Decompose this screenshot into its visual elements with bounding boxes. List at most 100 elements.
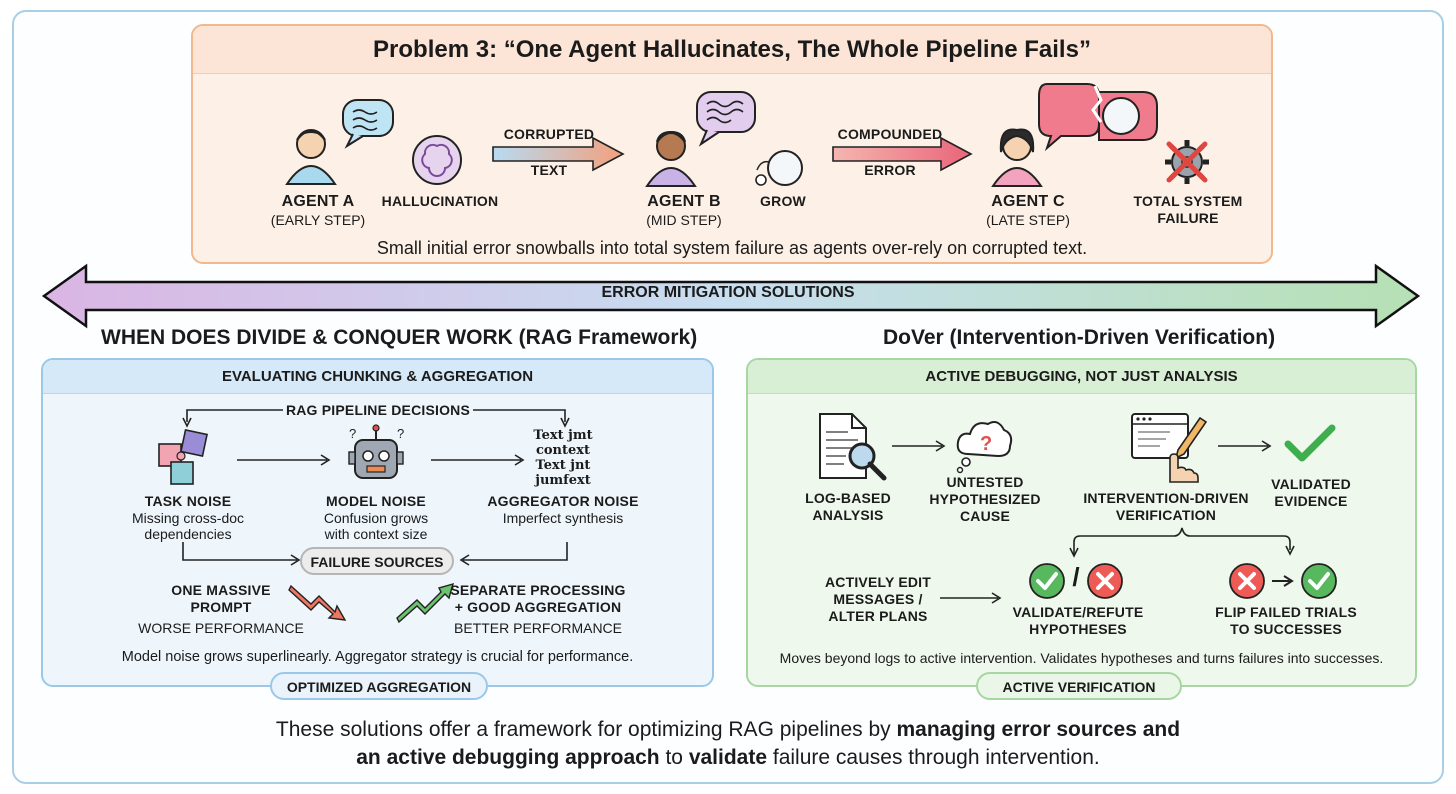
task-noise-line1: Missing cross-doc: [131, 510, 245, 526]
agent-b-name: AGENT B: [647, 193, 721, 210]
model-noise-line1: Confusion grows: [323, 510, 429, 526]
agent-c-name: AGENT C: [991, 193, 1065, 210]
model-to-aggregator-arrow: [431, 454, 525, 466]
footer-summary: These solutions offer a framework for op…: [0, 716, 1456, 772]
footer-text: These solutions offer a framework for op…: [275, 718, 897, 741]
log-line1: LOG-BASED: [805, 490, 891, 506]
flip-line2: TO SUCCESSES: [1230, 621, 1342, 637]
failure-line1: TOTAL SYSTEM: [1133, 193, 1243, 209]
branch-bracket: [1069, 527, 1295, 558]
question-cloud-icon: ?: [956, 421, 1013, 474]
untested-line3: CAUSE: [959, 508, 1010, 524]
error-mitigation-banner-arrow: [41, 263, 1421, 329]
hallucination-label: HALLUCINATION: [381, 193, 499, 209]
edit-line2: MESSAGES /: [833, 591, 923, 607]
right-section-title: DoVer (Intervention-Driven Verification): [883, 326, 1276, 349]
separate-line2: + GOOD AGGREGATION: [454, 599, 622, 615]
broken-gear-icon: [1165, 140, 1209, 184]
jumble-line: jumfext: [535, 473, 591, 488]
separate-result: BETTER PERFORMANCE: [453, 620, 622, 636]
right-panel-header: ACTIVE DEBUGGING, NOT JUST ANALYSIS: [748, 360, 1415, 394]
separate-line1: SEPARATE PROCESSING: [450, 582, 626, 598]
footer-text: to: [659, 746, 689, 769]
svg-text:?: ?: [397, 426, 404, 441]
agent-a-icon: [285, 99, 394, 185]
footer-bold: an active debugging approach: [356, 746, 660, 769]
footer-line-1: These solutions offer a framework for op…: [0, 716, 1456, 744]
up-trend-icon: [396, 582, 455, 624]
arrow2-top: COMPOUNDED: [837, 126, 943, 142]
jumble-line: Text jnt: [535, 458, 591, 473]
success-trial-icon: [1301, 563, 1337, 599]
untested-line1: UNTESTED: [946, 474, 1024, 490]
footer-text: failure causes through intervention.: [767, 746, 1100, 769]
intervention-line1: INTERVENTION-DRIVEN: [1083, 490, 1249, 506]
decisions-label: RAG PIPELINE DECISIONS: [285, 402, 471, 418]
decisions-bracket: [182, 409, 570, 428]
failure-line2: FAILURE: [1157, 210, 1219, 226]
agent-b-step: (MID STEP): [646, 212, 722, 228]
one-prompt-line2: PROMPT: [190, 599, 252, 615]
dover-panel: ACTIVE DEBUGGING, NOT JUST ANALYSIS LOG-…: [746, 358, 1417, 687]
failure-sources-pill: FAILURE SOURCES: [300, 547, 454, 575]
jumbled-text: Text jmt context Text jnt jumfext: [533, 428, 593, 488]
corrupted-text-arrow: [492, 136, 625, 172]
right-description: Moves beyond logs to active intervention…: [779, 650, 1384, 666]
jumble-line: context: [535, 443, 591, 458]
agent-c-icon: [991, 83, 1158, 187]
agent-a-step: (EARLY STEP): [270, 212, 366, 228]
agent-b-icon: [645, 91, 756, 187]
validated-line2: EVIDENCE: [1274, 493, 1348, 509]
one-prompt-line1: ONE MASSIVE: [171, 582, 271, 598]
rag-framework-panel: EVALUATING CHUNKING & AGGREGATION RAG PI…: [41, 358, 714, 687]
validated-check-icon: [1284, 424, 1336, 462]
footer-bold: validate: [688, 746, 768, 769]
x-circle-icon: [1087, 563, 1123, 599]
optimized-aggregation-pill: OPTIMIZED AGGREGATION: [270, 672, 488, 700]
slash-separator: /: [1072, 562, 1080, 592]
task-noise-line2: dependencies: [144, 526, 232, 542]
left-section-title: WHEN DOES DIVIDE & CONQUER WORK (RAG Fra…: [101, 326, 698, 349]
down-trend-icon: [288, 584, 347, 621]
left-panel-header: EVALUATING CHUNKING & AGGREGATION: [43, 360, 712, 394]
aggregator-noise-line1: Imperfect synthesis: [502, 510, 624, 526]
arrow2-bottom: ERROR: [864, 162, 916, 178]
task-noise-title: TASK NOISE: [144, 493, 232, 509]
intervention-line2: VERIFICATION: [1115, 507, 1217, 523]
agent-a-name: AGENT A: [281, 193, 355, 210]
svg-text:?: ?: [349, 426, 356, 441]
validated-line1: VALIDATED: [1271, 476, 1351, 492]
svg-text:?: ?: [980, 433, 992, 455]
snowball-icon: [755, 150, 803, 186]
puzzle-icon: [158, 429, 208, 485]
converge-arrows: [182, 542, 568, 566]
problem-panel: Problem 3: “One Agent Hallucinates, The …: [191, 24, 1273, 264]
log-line2: ANALYSIS: [812, 507, 884, 523]
untested-line2: HYPOTHESIZED: [929, 491, 1041, 507]
flip-arrow-icon: [1272, 575, 1294, 587]
task-to-model-arrow: [237, 454, 331, 466]
validate-line2: HYPOTHESES: [1029, 621, 1127, 637]
aggregator-noise-title: AGGREGATOR NOISE: [487, 493, 639, 509]
active-verification-pill: ACTIVE VERIFICATION: [976, 672, 1182, 700]
log-to-untested-arrow: [892, 440, 946, 452]
arrow1-bottom: TEXT: [530, 162, 568, 178]
footer-line-2: an active debugging approach to validate…: [0, 744, 1456, 772]
jumble-line: Text jmt: [533, 428, 593, 443]
left-description: Model noise grows superlinearly. Aggrega…: [121, 649, 634, 665]
edit-line1: ACTIVELY EDIT: [824, 574, 932, 590]
footer-bold: managing error sources and: [896, 718, 1181, 741]
flip-line1: FLIP FAILED TRIALS: [1215, 604, 1357, 620]
robot-icon: ? ?: [348, 424, 404, 479]
check-circle-icon: [1029, 563, 1065, 599]
grow-label: GROW: [760, 193, 806, 209]
model-noise-line2: with context size: [324, 526, 428, 542]
arrow1-top: CORRUPTED: [503, 126, 595, 142]
intervention-icon: [1131, 413, 1208, 483]
compounded-error-arrow: [832, 136, 973, 172]
model-noise-title: MODEL NOISE: [326, 493, 426, 509]
hallucination-icon: [412, 135, 462, 185]
problem-description: Small initial error snowballs into total…: [376, 238, 1088, 258]
edit-to-validate-arrow: [940, 592, 1002, 604]
validate-line1: VALIDATE/REFUTE: [1012, 604, 1144, 620]
